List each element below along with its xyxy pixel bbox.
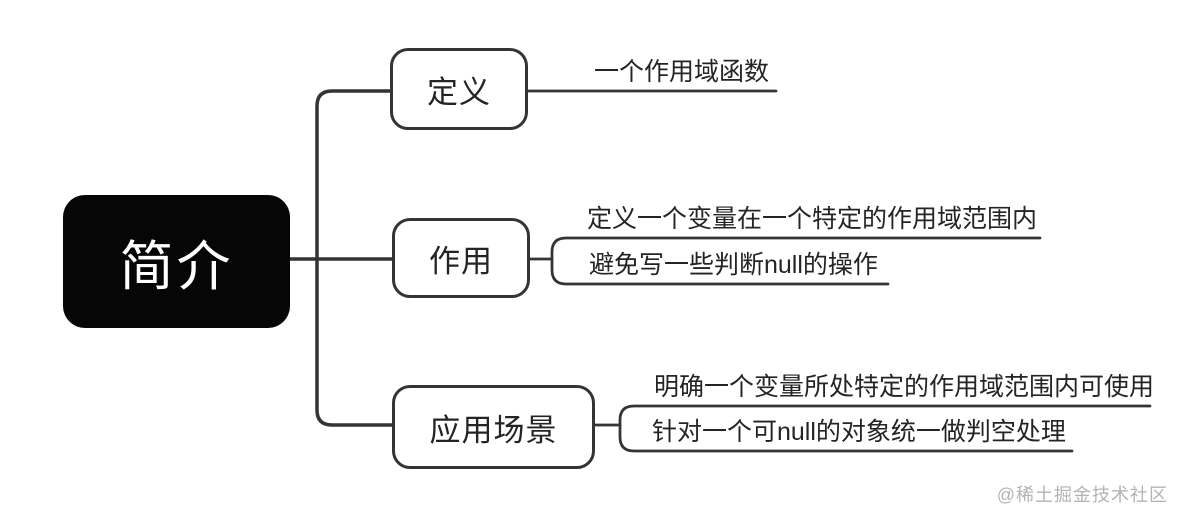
topic-node-use-cases: 应用场景: [392, 385, 595, 469]
topic-node-label: 定义: [427, 74, 491, 110]
leaf-text-purpose-2: 避免写一些判断null的操作: [589, 251, 878, 279]
leaf-text-use-cases-2: 针对一个可null的对象统一做判空处理: [652, 418, 1066, 446]
watermark-text: @稀土掘金技术社区: [996, 485, 1168, 505]
leaf-text-definition-1: 一个作用域函数: [594, 58, 770, 86]
topic-node-label: 作用: [429, 243, 493, 279]
root-node-label: 简介: [119, 237, 234, 297]
leaf-text-purpose-1: 定义一个变量在一个特定的作用域范围内: [587, 205, 1038, 233]
topic-node-label: 应用场景: [429, 412, 558, 448]
leaf-text-use-cases-1: 明确一个变量所处特定的作用域范围内可使用: [654, 373, 1155, 401]
root-node-intro: 简介: [63, 195, 290, 328]
topic-node-definition: 定义: [390, 48, 528, 130]
topic-node-purpose: 作用: [392, 218, 530, 298]
connector-branch2-fork: [550, 236, 1042, 286]
connector-branch3-fork: [618, 404, 1152, 453]
